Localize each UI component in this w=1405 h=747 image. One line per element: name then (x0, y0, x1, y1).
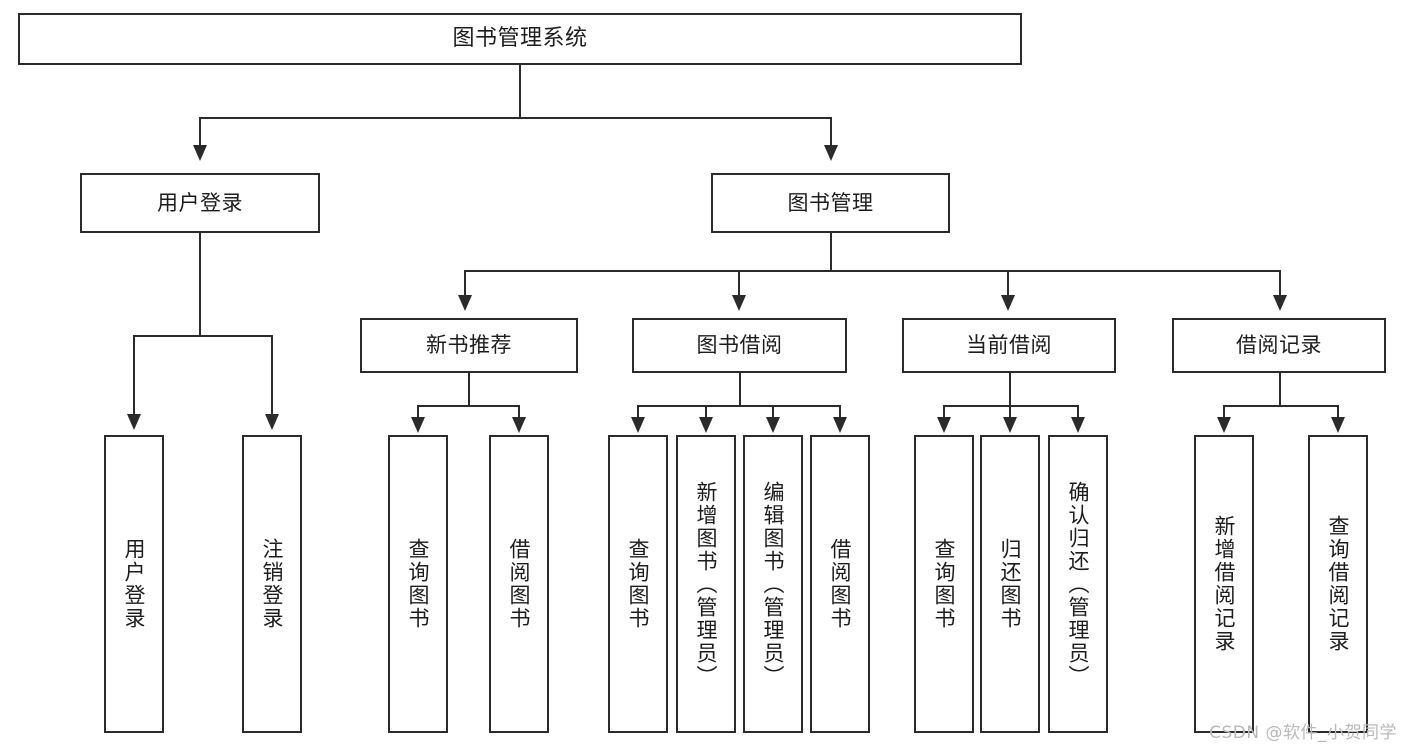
arrowhead-borrow-record (1273, 295, 1287, 311)
connector-current-borrow-stem (1009, 373, 1011, 405)
node-root-book-management-system[interactable]: 图书管理系统 (18, 13, 1022, 65)
node-label: 借阅图书 (507, 538, 532, 630)
node-leaf-confirm-return[interactable]: 确认归还（管理员） (1048, 435, 1108, 733)
node-leaf-query-record[interactable]: 查询借阅记录 (1308, 435, 1368, 733)
node-label: 借阅记录 (1236, 333, 1322, 358)
connector-book-borrow-stem (739, 373, 741, 405)
connector-drop-book-borrow (738, 270, 740, 297)
connector-drop-leaf-borrow-book-2 (839, 405, 841, 419)
arrowhead-leaf-logout-login (265, 414, 279, 430)
connector-drop-leaf-query-record (1337, 405, 1339, 419)
node-label: 归还图书 (998, 538, 1023, 630)
node-leaf-user-login[interactable]: 用户登录 (104, 435, 164, 733)
connector-user-login-stem (199, 233, 201, 335)
node-leaf-borrow-book-1[interactable]: 借阅图书 (489, 435, 549, 733)
node-label: 查询图书 (406, 538, 431, 630)
arrowhead-current-borrow (1001, 295, 1015, 311)
node-new-book-recommend[interactable]: 新书推荐 (360, 318, 578, 373)
connector-borrow-record-bus (1223, 405, 1339, 407)
arrowhead-leaf-query-record (1331, 417, 1345, 433)
node-label: 借阅图书 (828, 538, 853, 630)
node-leaf-logout-login[interactable]: 注销登录 (242, 435, 302, 733)
connector-drop-leaf-return-book (1009, 405, 1011, 419)
arrowhead-leaf-add-record (1217, 417, 1231, 433)
connector-current-borrow-bus (943, 405, 1079, 407)
node-current-borrow[interactable]: 当前借阅 (902, 318, 1116, 373)
arrowhead-leaf-query-book-3 (937, 417, 951, 433)
connector-drop-leaf-query-book-3 (943, 405, 945, 419)
node-label: 用户登录 (122, 538, 147, 630)
connector-drop-leaf-edit-book (772, 405, 774, 419)
node-borrow-record[interactable]: 借阅记录 (1172, 318, 1386, 373)
node-label: 图书管理系统 (452, 26, 588, 52)
node-label: 新增借阅记录 (1212, 515, 1237, 653)
node-leaf-query-book-2[interactable]: 查询图书 (608, 435, 668, 733)
connector-drop-leaf-add-book (705, 405, 707, 419)
arrowhead-leaf-query-book-2 (631, 417, 645, 433)
connector-drop-new-book-recommend (464, 270, 466, 297)
node-leaf-edit-book[interactable]: 编辑图书（管理员） (743, 435, 803, 733)
arrowhead-leaf-return-book (1003, 417, 1017, 433)
connector-level2-bus (199, 117, 832, 119)
connector-root-stem (519, 65, 521, 117)
arrowhead-leaf-borrow-book-2 (833, 417, 847, 433)
arrowhead-leaf-borrow-book-1 (512, 417, 526, 433)
arrowhead-user-login (193, 145, 207, 161)
node-user-login[interactable]: 用户登录 (80, 173, 320, 233)
connector-drop-leaf-confirm-return (1077, 405, 1079, 419)
node-label: 当前借阅 (966, 333, 1052, 358)
connector-drop-borrow-record (1279, 270, 1281, 297)
connector-borrow-record-stem (1279, 373, 1281, 405)
node-leaf-query-book-3[interactable]: 查询图书 (914, 435, 974, 733)
node-label: 图书管理 (787, 190, 874, 215)
node-leaf-query-book-1[interactable]: 查询图书 (388, 435, 448, 733)
node-label: 查询借阅记录 (1326, 515, 1351, 653)
node-label: 用户登录 (157, 190, 243, 215)
connector-drop-current-borrow (1007, 270, 1009, 297)
arrowhead-leaf-query-book-1 (411, 417, 425, 433)
connector-drop-leaf-add-record (1223, 405, 1225, 419)
node-label: 查询图书 (932, 538, 957, 630)
connector-drop-leaf-query-book-1 (417, 405, 419, 419)
node-leaf-return-book[interactable]: 归还图书 (980, 435, 1040, 733)
csdn-watermark: CSDN @软件_小贺同学 (1209, 723, 1397, 743)
connector-user-login-bus (133, 335, 273, 337)
arrowhead-book-borrow (732, 295, 746, 311)
arrowhead-leaf-confirm-return (1071, 417, 1085, 433)
connector-drop-leaf-user-login (133, 335, 135, 416)
arrowhead-leaf-add-book (699, 417, 713, 433)
connector-new-book-recommend-bus (417, 405, 520, 407)
connector-drop-user-login (199, 117, 201, 147)
connector-drop-book-management (830, 117, 832, 147)
node-label: 查询图书 (626, 538, 651, 630)
node-leaf-borrow-book-2[interactable]: 借阅图书 (810, 435, 870, 733)
node-leaf-add-book[interactable]: 新增图书（管理员） (676, 435, 736, 733)
node-label: 编辑图书（管理员） (761, 480, 786, 688)
node-book-management[interactable]: 图书管理 (711, 173, 950, 233)
arrowhead-book-management (824, 145, 838, 161)
arrowhead-new-book-recommend (458, 295, 472, 311)
connector-new-book-recommend-stem (468, 373, 470, 405)
connector-drop-leaf-query-book-2 (637, 405, 639, 419)
connector-level3-bus (464, 270, 1281, 272)
node-leaf-add-record[interactable]: 新增借阅记录 (1194, 435, 1254, 733)
connector-book-borrow-bus (637, 405, 841, 407)
node-label: 新书推荐 (426, 333, 512, 358)
node-label: 注销登录 (260, 538, 285, 630)
arrowhead-leaf-user-login (127, 414, 141, 430)
connector-drop-leaf-logout-login (271, 335, 273, 416)
connector-drop-leaf-borrow-book-1 (518, 405, 520, 419)
node-label: 图书借阅 (696, 333, 783, 358)
arrowhead-leaf-edit-book (766, 417, 780, 433)
node-label: 确认归还（管理员） (1066, 480, 1091, 688)
node-book-borrow[interactable]: 图书借阅 (632, 318, 847, 373)
connector-book-management-stem (830, 233, 832, 271)
node-label: 新增图书（管理员） (694, 480, 719, 688)
